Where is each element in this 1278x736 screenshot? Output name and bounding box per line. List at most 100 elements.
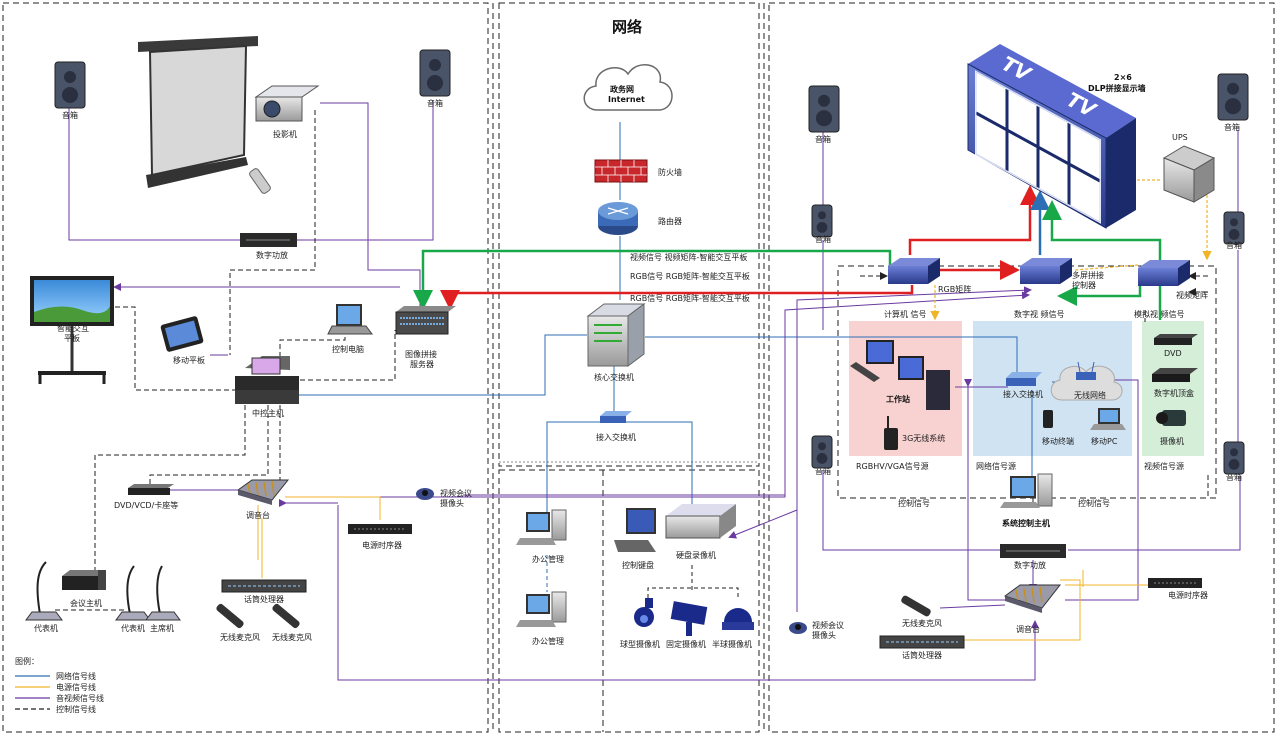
office-pc-icon xyxy=(516,591,567,627)
mobile-pc-icon xyxy=(1090,408,1126,430)
internet-cloud: 政务网 Internet xyxy=(583,64,673,111)
keyboard-label: 控制键盘 xyxy=(622,560,654,570)
wireless-3g-label: 3G无线系统 xyxy=(902,433,945,443)
dvr-label: 硬盘录像机 xyxy=(676,550,716,560)
video-matrix-icon xyxy=(1138,260,1190,286)
speaker-icon xyxy=(811,204,833,238)
projector-label: 投影机 xyxy=(273,129,297,139)
ups-label: UPS xyxy=(1172,133,1188,142)
tablet-icon xyxy=(160,316,204,352)
wall-title: 2×6 xyxy=(1114,73,1132,82)
svg-text:图例：: 图例： xyxy=(15,656,39,666)
camcorder-icon xyxy=(1156,410,1186,426)
speaker-icon xyxy=(54,61,86,109)
speaker-label: 音箱 xyxy=(1226,240,1242,250)
legend-label: 电源信号线 xyxy=(56,682,96,692)
right-mic-label: 无线麦克风 xyxy=(902,618,942,628)
central-host-label: 中控主机 xyxy=(252,408,284,418)
video-conf-camera-icon xyxy=(416,488,434,500)
ups-icon xyxy=(1162,145,1216,203)
net-source-label: 网络信号源 xyxy=(976,461,1016,471)
router-label: 路由器 xyxy=(658,216,682,226)
wireless-mic-2-label: 无线麦克风 xyxy=(272,632,312,642)
interactive-panel-icon xyxy=(30,276,114,384)
tablet-label: 移动平板 xyxy=(173,355,205,365)
wireless-net-label: 无线网络 xyxy=(1074,390,1106,400)
fixed-camera-label: 固定摄像机 xyxy=(666,639,706,649)
dome-camera-icon xyxy=(722,608,754,630)
dvd-label: DVD xyxy=(1164,349,1182,358)
speaker-icon xyxy=(1223,211,1245,245)
control-lines xyxy=(55,110,1209,611)
wireless-mic-icon xyxy=(216,603,244,629)
legend-item: 音视频信号线 xyxy=(15,693,104,703)
right-vc-camera-label-2: 摄像头 xyxy=(812,630,836,640)
speaker-label: 音箱 xyxy=(815,134,831,144)
remote-icon xyxy=(249,168,271,194)
mobile-terminal-icon xyxy=(1043,410,1053,428)
core-switch-icon xyxy=(586,303,646,367)
delegate-1-label: 代表机 xyxy=(34,623,58,633)
conference-host-label: 会议主机 xyxy=(70,598,102,608)
rgb-matrix-icon xyxy=(888,258,940,284)
delegate-mic-icon xyxy=(25,561,63,621)
office-pc-icon xyxy=(516,509,567,545)
right-amplifier-label: 数字功放 xyxy=(1014,560,1046,570)
right-vc-camera-icon xyxy=(789,622,807,634)
stb-label: 数字机顶盒 xyxy=(1154,388,1194,398)
delegate-mic-icon xyxy=(115,565,151,621)
dvd-player-label: DVD/VCD/卡座等 xyxy=(114,500,178,510)
vc-camera-label-2: 摄像头 xyxy=(440,498,464,508)
speaker-icon xyxy=(808,85,840,133)
camcorder-label: 摄像机 xyxy=(1160,436,1184,446)
signal-label-3: RGB信号 RGB矩阵-智能交互平板 xyxy=(630,293,750,303)
stitch-server-icon xyxy=(395,306,456,335)
fixed-camera-icon xyxy=(670,601,708,636)
control-signal-2: 控制信号 xyxy=(1078,498,1110,508)
system-host-label: 系统控制主机 xyxy=(1002,518,1050,528)
video-matrix-label: 视频矩阵 xyxy=(1176,290,1208,300)
right-processor-icon xyxy=(879,635,965,649)
mobile-label: 移动终端 xyxy=(1042,436,1074,446)
av-lines xyxy=(68,100,1241,681)
radio-icon xyxy=(884,416,898,450)
power-sequencer-label: 电源时序器 xyxy=(362,540,402,550)
processor-label: 话筒处理器 xyxy=(244,594,284,604)
speaker-label: 音箱 xyxy=(815,466,831,476)
wireless-mic-icon xyxy=(272,603,300,629)
firewall-label: 防火墙 xyxy=(658,167,682,177)
ball-camera-label: 球型摄像机 xyxy=(620,639,660,649)
speaker-icon xyxy=(419,49,451,97)
video-source-label: 视频信号源 xyxy=(1144,461,1184,471)
laptop-icon xyxy=(327,304,373,335)
right-power-sequencer-label: 电源时序器 xyxy=(1168,590,1208,600)
legend-label: 音视频信号线 xyxy=(56,693,104,703)
dvd-player-icon xyxy=(128,484,174,495)
projection-screen xyxy=(138,36,258,188)
stitch-server-label: 图像拼接 xyxy=(405,349,437,359)
right-processor-label: 话筒处理器 xyxy=(902,650,942,660)
signal-label-1: 视频信号 视频矩阵-智能交互平板 xyxy=(630,252,747,262)
signal-arrows xyxy=(413,185,1162,320)
stitch-server-label-2: 服务器 xyxy=(410,359,434,369)
speaker-label: 音箱 xyxy=(1226,472,1242,482)
central-host-icon xyxy=(235,356,299,404)
dlp-video-wall: TV TV xyxy=(967,44,1136,229)
laptop-label: 控制电脑 xyxy=(332,344,364,354)
dvr-icon xyxy=(665,504,736,539)
speaker-label: 音箱 xyxy=(1224,122,1240,132)
legend-label: 网络信号线 xyxy=(56,671,96,681)
multi-screen-controller-icon xyxy=(1020,258,1072,284)
page-title: 网络 xyxy=(612,18,642,36)
right-access-switch-label: 接入交换机 xyxy=(1003,389,1043,399)
wireless-mic-1-label: 无线麦克风 xyxy=(220,632,260,642)
access-switch-label: 接入交换机 xyxy=(596,432,636,442)
speaker-label: 音箱 xyxy=(815,234,831,244)
svg-text:Internet: Internet xyxy=(608,95,645,104)
ball-camera-icon xyxy=(634,598,654,627)
legend-label: 控制信号线 xyxy=(56,704,96,714)
chairman-mic-icon xyxy=(145,565,181,621)
legend-item: 网络信号线 xyxy=(15,671,96,681)
processor-icon xyxy=(221,579,307,593)
